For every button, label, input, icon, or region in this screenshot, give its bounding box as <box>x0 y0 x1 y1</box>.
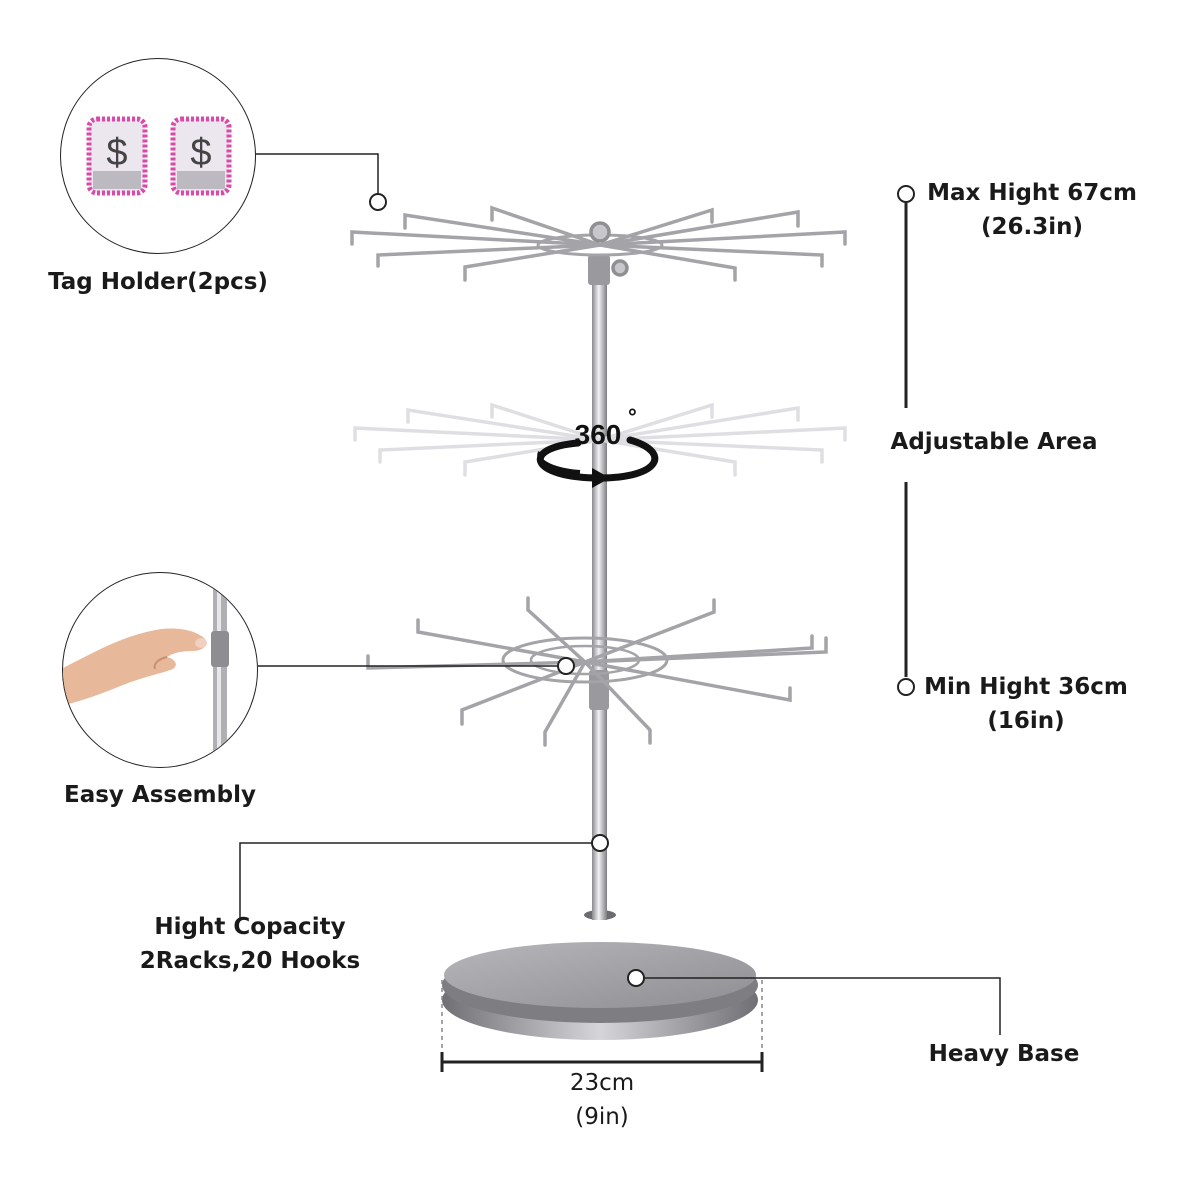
tag-holder-dot <box>369 193 387 211</box>
width-dimension <box>440 980 764 1072</box>
adjustable-area-label: Adjustable Area <box>890 429 1098 455</box>
capacity-line-1: Hight Copacity <box>154 914 346 940</box>
tag-symbol-left: $ <box>106 132 127 174</box>
max-height-line-2: (26.3in) <box>980 214 1084 240</box>
top-hook-rack <box>350 205 847 282</box>
max-height-dot <box>897 185 915 203</box>
min-height-dot <box>897 678 915 696</box>
tag-symbol-right: $ <box>190 132 211 174</box>
rotation-degree-symbol: ° <box>628 404 637 429</box>
assembly-dot <box>557 657 575 675</box>
base-dot <box>627 969 645 987</box>
capacity-dot <box>591 834 609 852</box>
price-tag-icon-right <box>170 116 232 196</box>
heavy-base <box>442 910 758 1040</box>
max-height-label: Max Hight 67cm (26.3in) <box>926 176 1138 244</box>
min-height-line-2: (16in) <box>987 708 1065 734</box>
adjustable-rack-ghost <box>353 402 847 477</box>
tag-holder-inset: $ $ <box>60 58 256 254</box>
width-line-2: (9in) <box>575 1104 629 1130</box>
pole-collar-top <box>588 255 610 285</box>
max-height-line-1: Max Hight 67cm <box>927 180 1137 206</box>
price-tag-icon-left <box>86 116 148 196</box>
rotation-arrow-icon <box>536 436 659 488</box>
callout-dots <box>369 193 645 987</box>
easy-assembly-inset <box>62 572 258 768</box>
callout-lines <box>239 153 1001 1035</box>
min-height-label: Min Hight 36cm (16in) <box>920 670 1132 738</box>
bottom-hook-rack <box>366 596 828 747</box>
width-line-1: 23cm <box>569 1070 635 1096</box>
heavy-base-label: Heavy Base <box>928 1041 1080 1067</box>
tag-holders-image: $ $ <box>86 116 232 196</box>
rotation-degrees: 360 <box>575 419 622 450</box>
tag-holder-label: Tag Holder(2pcs) <box>48 269 268 295</box>
easy-assembly-label: Easy Assembly <box>63 782 256 808</box>
center-pole <box>592 260 607 920</box>
min-height-line-1: Min Hight 36cm <box>924 674 1128 700</box>
capacity-label: Hight Copacity 2Racks,20 Hooks <box>130 910 370 978</box>
hand-assembly-image <box>63 573 229 767</box>
height-scale <box>897 185 915 696</box>
capacity-line-2: 2Racks,20 Hooks <box>139 948 361 974</box>
width-label: 23cm (9in) <box>520 1066 684 1134</box>
